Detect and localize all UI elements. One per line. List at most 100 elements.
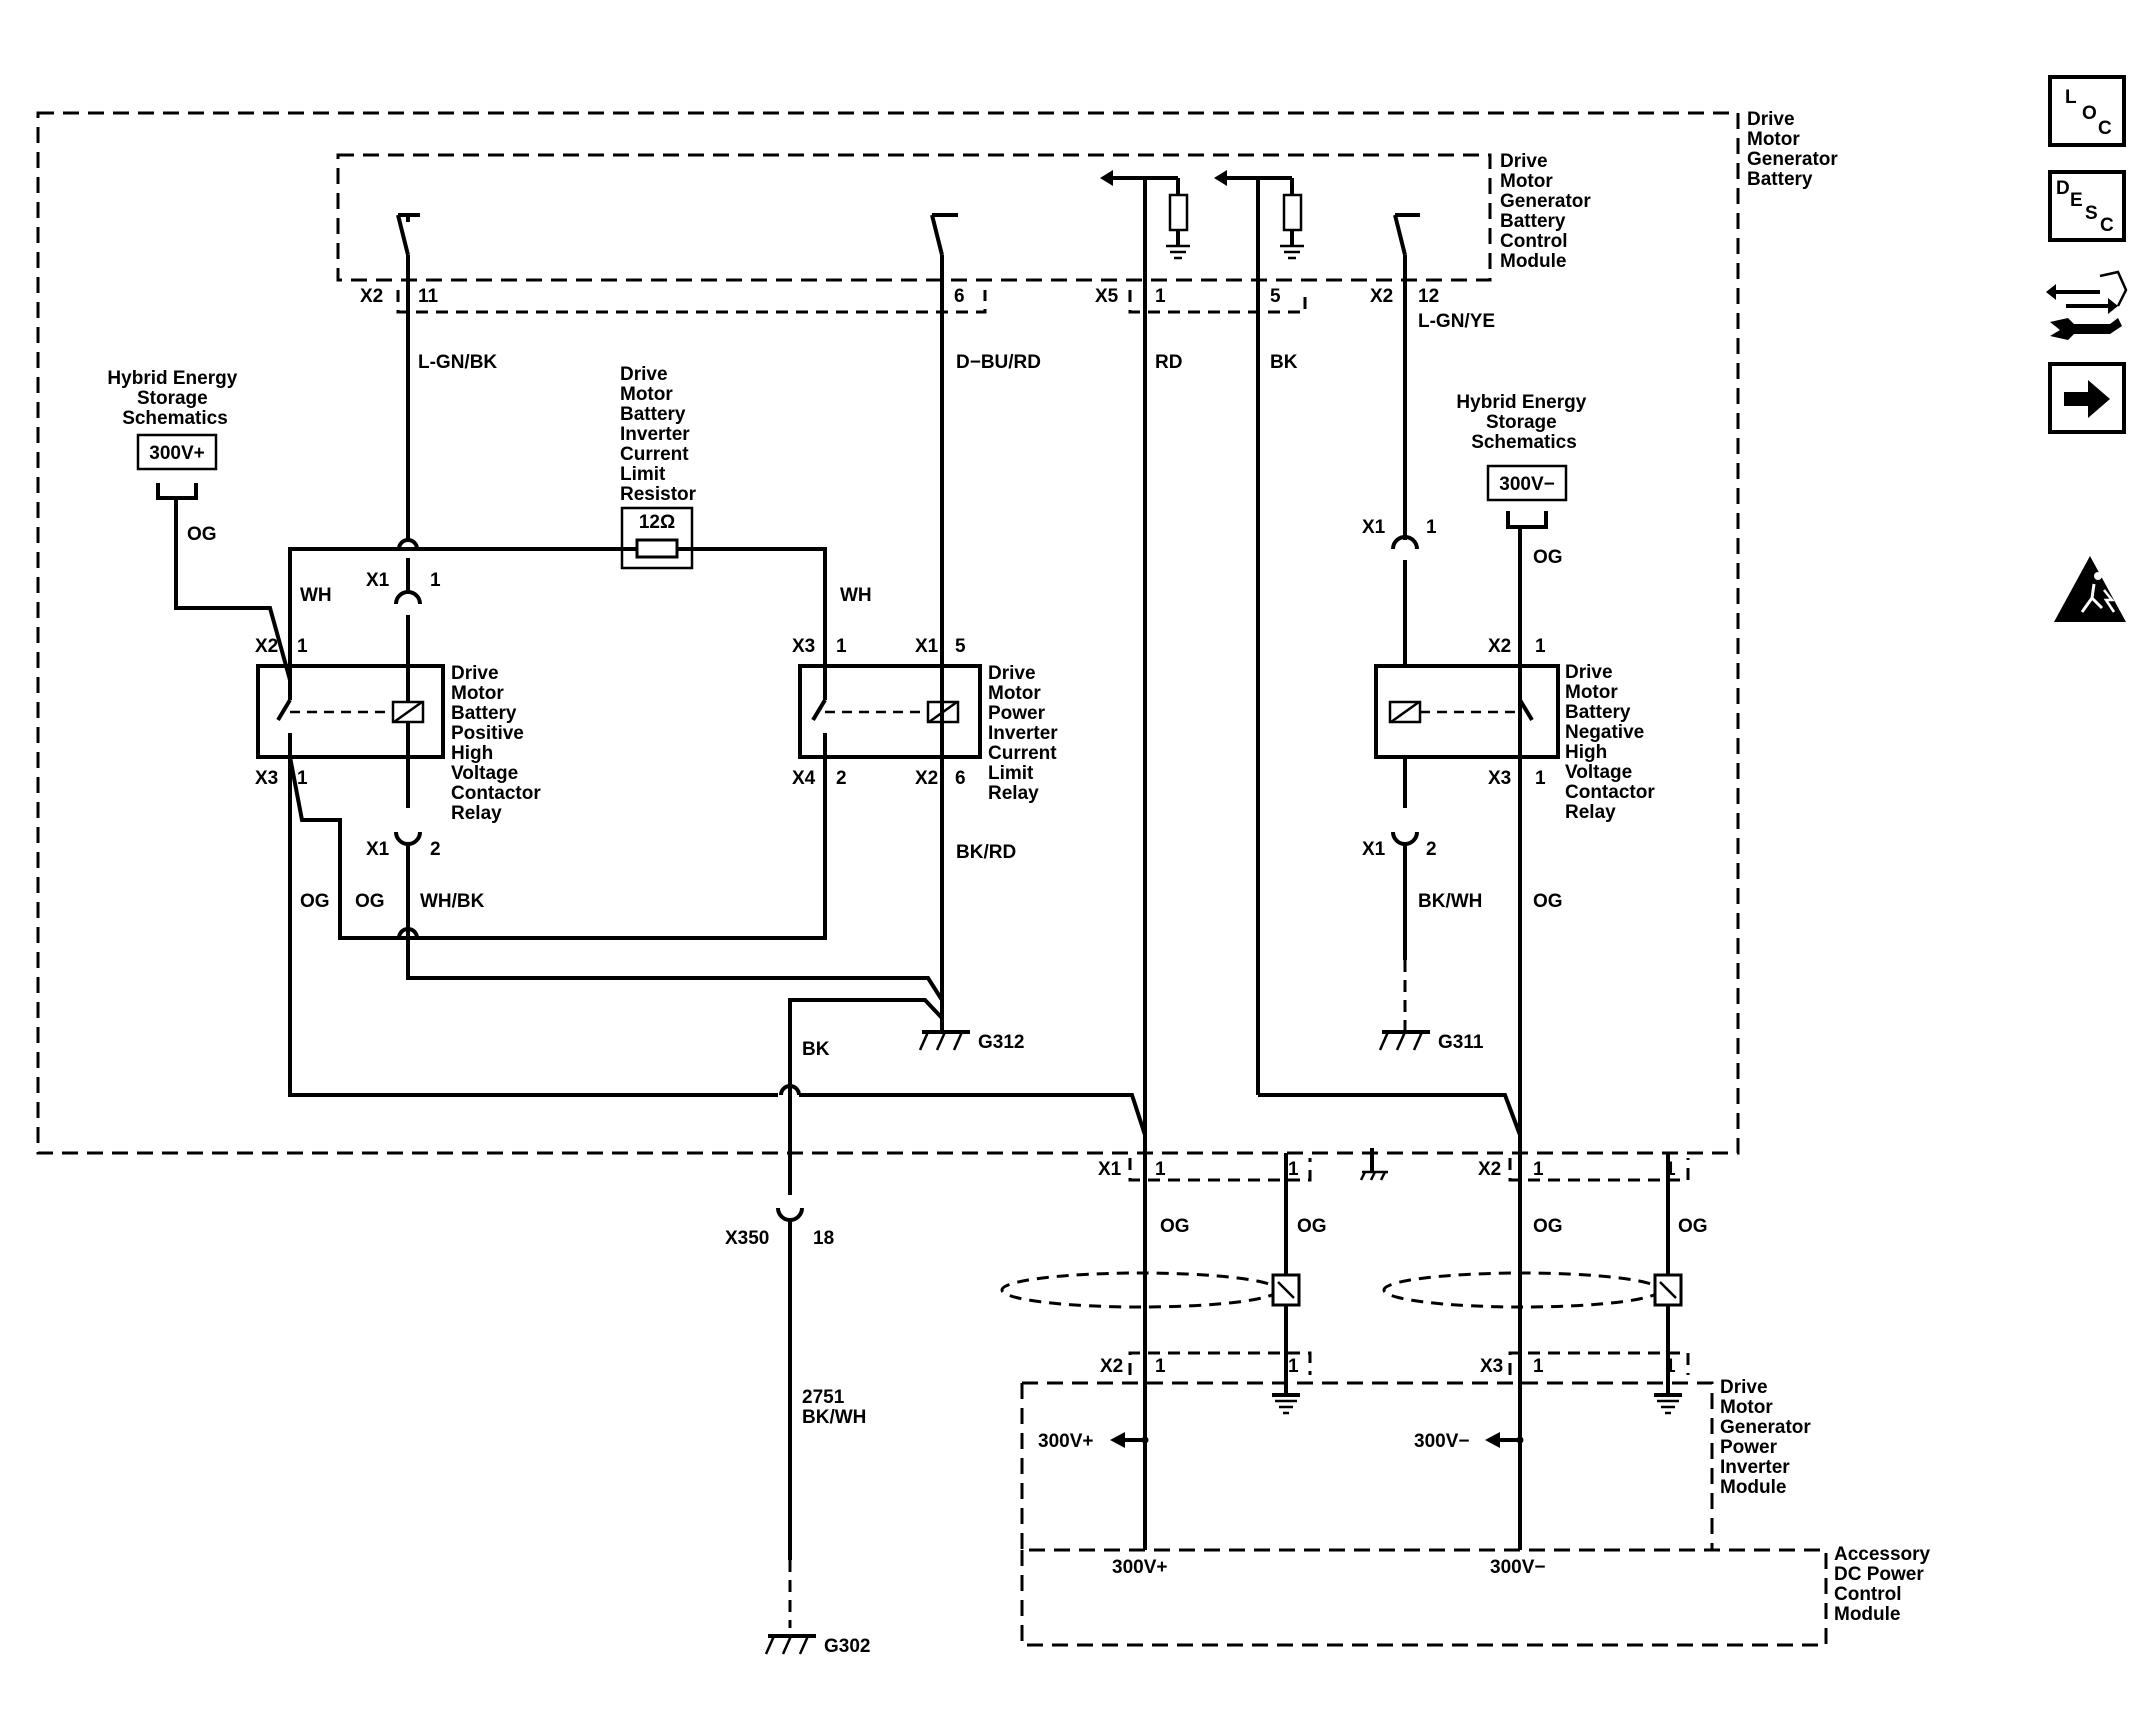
neg-relay-label: Drive Motor Battery Negative High Voltag… — [1565, 662, 1660, 823]
conn-x5: X5 — [1095, 286, 1119, 307]
pin-2-pos-bot: 2 — [430, 839, 441, 860]
conn-x2-pos: X2 — [255, 636, 278, 657]
conn-x1-neg-bot: X1 — [1362, 839, 1386, 860]
bcm-x5-connector — [1128, 290, 1307, 314]
pin-6-bcm: 6 — [954, 286, 965, 307]
pin-11: 11 — [418, 286, 439, 307]
resistor-frame — [620, 506, 694, 570]
label-og-hes-left: OG — [187, 524, 217, 545]
battery-x2-connector — [1508, 1158, 1690, 1182]
label-og-pos-shield: OG — [1297, 1216, 1327, 1237]
hes-right-label: Hybrid Energy Storage Schematics — [1456, 392, 1591, 453]
conn-x2-inv: X2 — [915, 768, 938, 789]
hes-right-box — [1486, 464, 1568, 502]
inline-x1-2-neg — [1391, 831, 1419, 846]
apm-in-neg: 300V− — [1490, 1557, 1545, 1578]
label-lgn-ye: L-GN/YE — [1418, 311, 1495, 332]
svg-text:S: S — [2085, 203, 2098, 224]
bcm-x2-connector — [396, 290, 987, 314]
bcm-boundary — [336, 153, 1492, 282]
apm-boundary — [1020, 1548, 1828, 1647]
conn-x4-inv: X4 — [792, 768, 816, 789]
bcm-switch-6 — [930, 213, 958, 256]
svg-text:D: D — [2056, 178, 2070, 199]
desc-icon[interactable]: D E S C — [2048, 170, 2126, 242]
inline-x1-2-pos — [394, 831, 422, 846]
resistor-symbol — [635, 538, 679, 559]
pin-1-neg-x3: 1 — [1535, 768, 1546, 789]
shield-ellipse-pos — [1000, 1271, 1280, 1309]
ground-g302 — [764, 1634, 816, 1655]
svg-text:C: C — [2100, 215, 2114, 236]
ground-g311 — [1378, 1030, 1430, 1051]
hes-left-label: Hybrid Energy Storage Schematics — [107, 368, 242, 429]
next-arrow-icon[interactable] — [2048, 362, 2126, 434]
pin-1-pim-x3b: 1 — [1665, 1356, 1676, 1377]
high-voltage-warning-icon — [2054, 556, 2126, 622]
conn-x2-batt: X2 — [1478, 1159, 1501, 1180]
loc-icon[interactable]: L O C — [2048, 75, 2126, 147]
svg-text:E: E — [2070, 190, 2083, 211]
chassis-ground-mark — [1359, 1148, 1388, 1181]
wire-wh-loop — [288, 547, 827, 680]
pim-x3-connector — [1508, 1351, 1690, 1375]
label-bk-g302: BK — [802, 1039, 830, 1060]
conn-x3-neg: X3 — [1488, 768, 1511, 789]
neg-relay-box[interactable] — [1374, 664, 1560, 759]
ground-pim-pos — [1272, 1393, 1300, 1415]
label-rd: RD — [1155, 352, 1182, 373]
pim-label: Drive Motor Generator Power Inverter Mod… — [1720, 1377, 1816, 1498]
wire-og-pos-out — [288, 756, 827, 940]
conn-x1-inv: X1 — [915, 636, 939, 657]
svg-text:L: L — [2065, 87, 2077, 108]
inv-relay-box[interactable] — [798, 664, 982, 759]
label-2751: 2751 — [802, 1387, 845, 1408]
wire-og-main-cont — [799, 1093, 1147, 1136]
pos-relay-switch — [276, 698, 292, 722]
label-wh-right: WH — [840, 585, 872, 606]
wire-og-hes-left — [174, 498, 292, 681]
pin-1-pos-x3: 1 — [297, 768, 308, 789]
pin-1-pim-x2b: 1 — [1288, 1356, 1299, 1377]
label-g302: G302 — [824, 1636, 870, 1657]
pos-relay-label: Drive Motor Battery Positive High Voltag… — [451, 663, 546, 824]
conn-x3-pim: X3 — [1480, 1356, 1503, 1377]
label-og-neg-cable: OG — [1533, 1216, 1563, 1237]
conn-x350: X350 — [725, 1228, 769, 1249]
pin-1-neg-top: 1 — [1426, 517, 1437, 538]
label-bk: BK — [1270, 352, 1298, 373]
pos-relay-box[interactable] — [256, 664, 445, 759]
ground-pim-neg — [1654, 1393, 1682, 1415]
apm-in-pos: 300V+ — [1112, 1557, 1167, 1578]
inline-x1-1-neg — [1391, 535, 1419, 550]
resistor-value: 12Ω — [639, 512, 675, 533]
pin-2-neg-bot: 2 — [1426, 839, 1437, 860]
conn-x2-top: X2 — [360, 286, 383, 307]
connector-tool-icon[interactable] — [2046, 270, 2128, 340]
label-og-hes-right: OG — [1533, 547, 1563, 568]
wire-bk-neg — [1258, 1093, 1522, 1136]
resistor-label: Drive Motor Battery Inverter Current Lim… — [620, 364, 697, 505]
inv-relay-switch — [811, 698, 827, 722]
pim-tap-neg — [1485, 1432, 1524, 1448]
hes-left-box — [136, 433, 218, 471]
pin-1-batt-x2b: 1 — [1665, 1159, 1676, 1180]
label-g311: G311 — [1438, 1032, 1484, 1053]
pin-1-x5: 1 — [1155, 286, 1166, 307]
bcm-switch-12 — [1393, 213, 1420, 256]
hes-right-box-text: 300V− — [1499, 474, 1554, 495]
inline-x1-1-pos — [394, 590, 422, 605]
battery-boundary — [36, 111, 1740, 1155]
inline-x350 — [776, 1207, 804, 1222]
inv-relay-coil — [926, 700, 960, 724]
shield-tap-pos — [1271, 1273, 1301, 1307]
label-dbu-rd: D−BU/RD — [956, 352, 1041, 373]
bcm-sense-rd — [1100, 170, 1190, 260]
pim-out-pos: 300V+ — [1038, 1431, 1093, 1452]
hes-left-connector — [156, 483, 198, 500]
pin-1-inv: 1 — [836, 636, 847, 657]
label-og-pos-cable: OG — [1160, 1216, 1190, 1237]
neg-relay-switch — [1518, 698, 1534, 722]
conn-x1-pos-top: X1 — [366, 570, 390, 591]
